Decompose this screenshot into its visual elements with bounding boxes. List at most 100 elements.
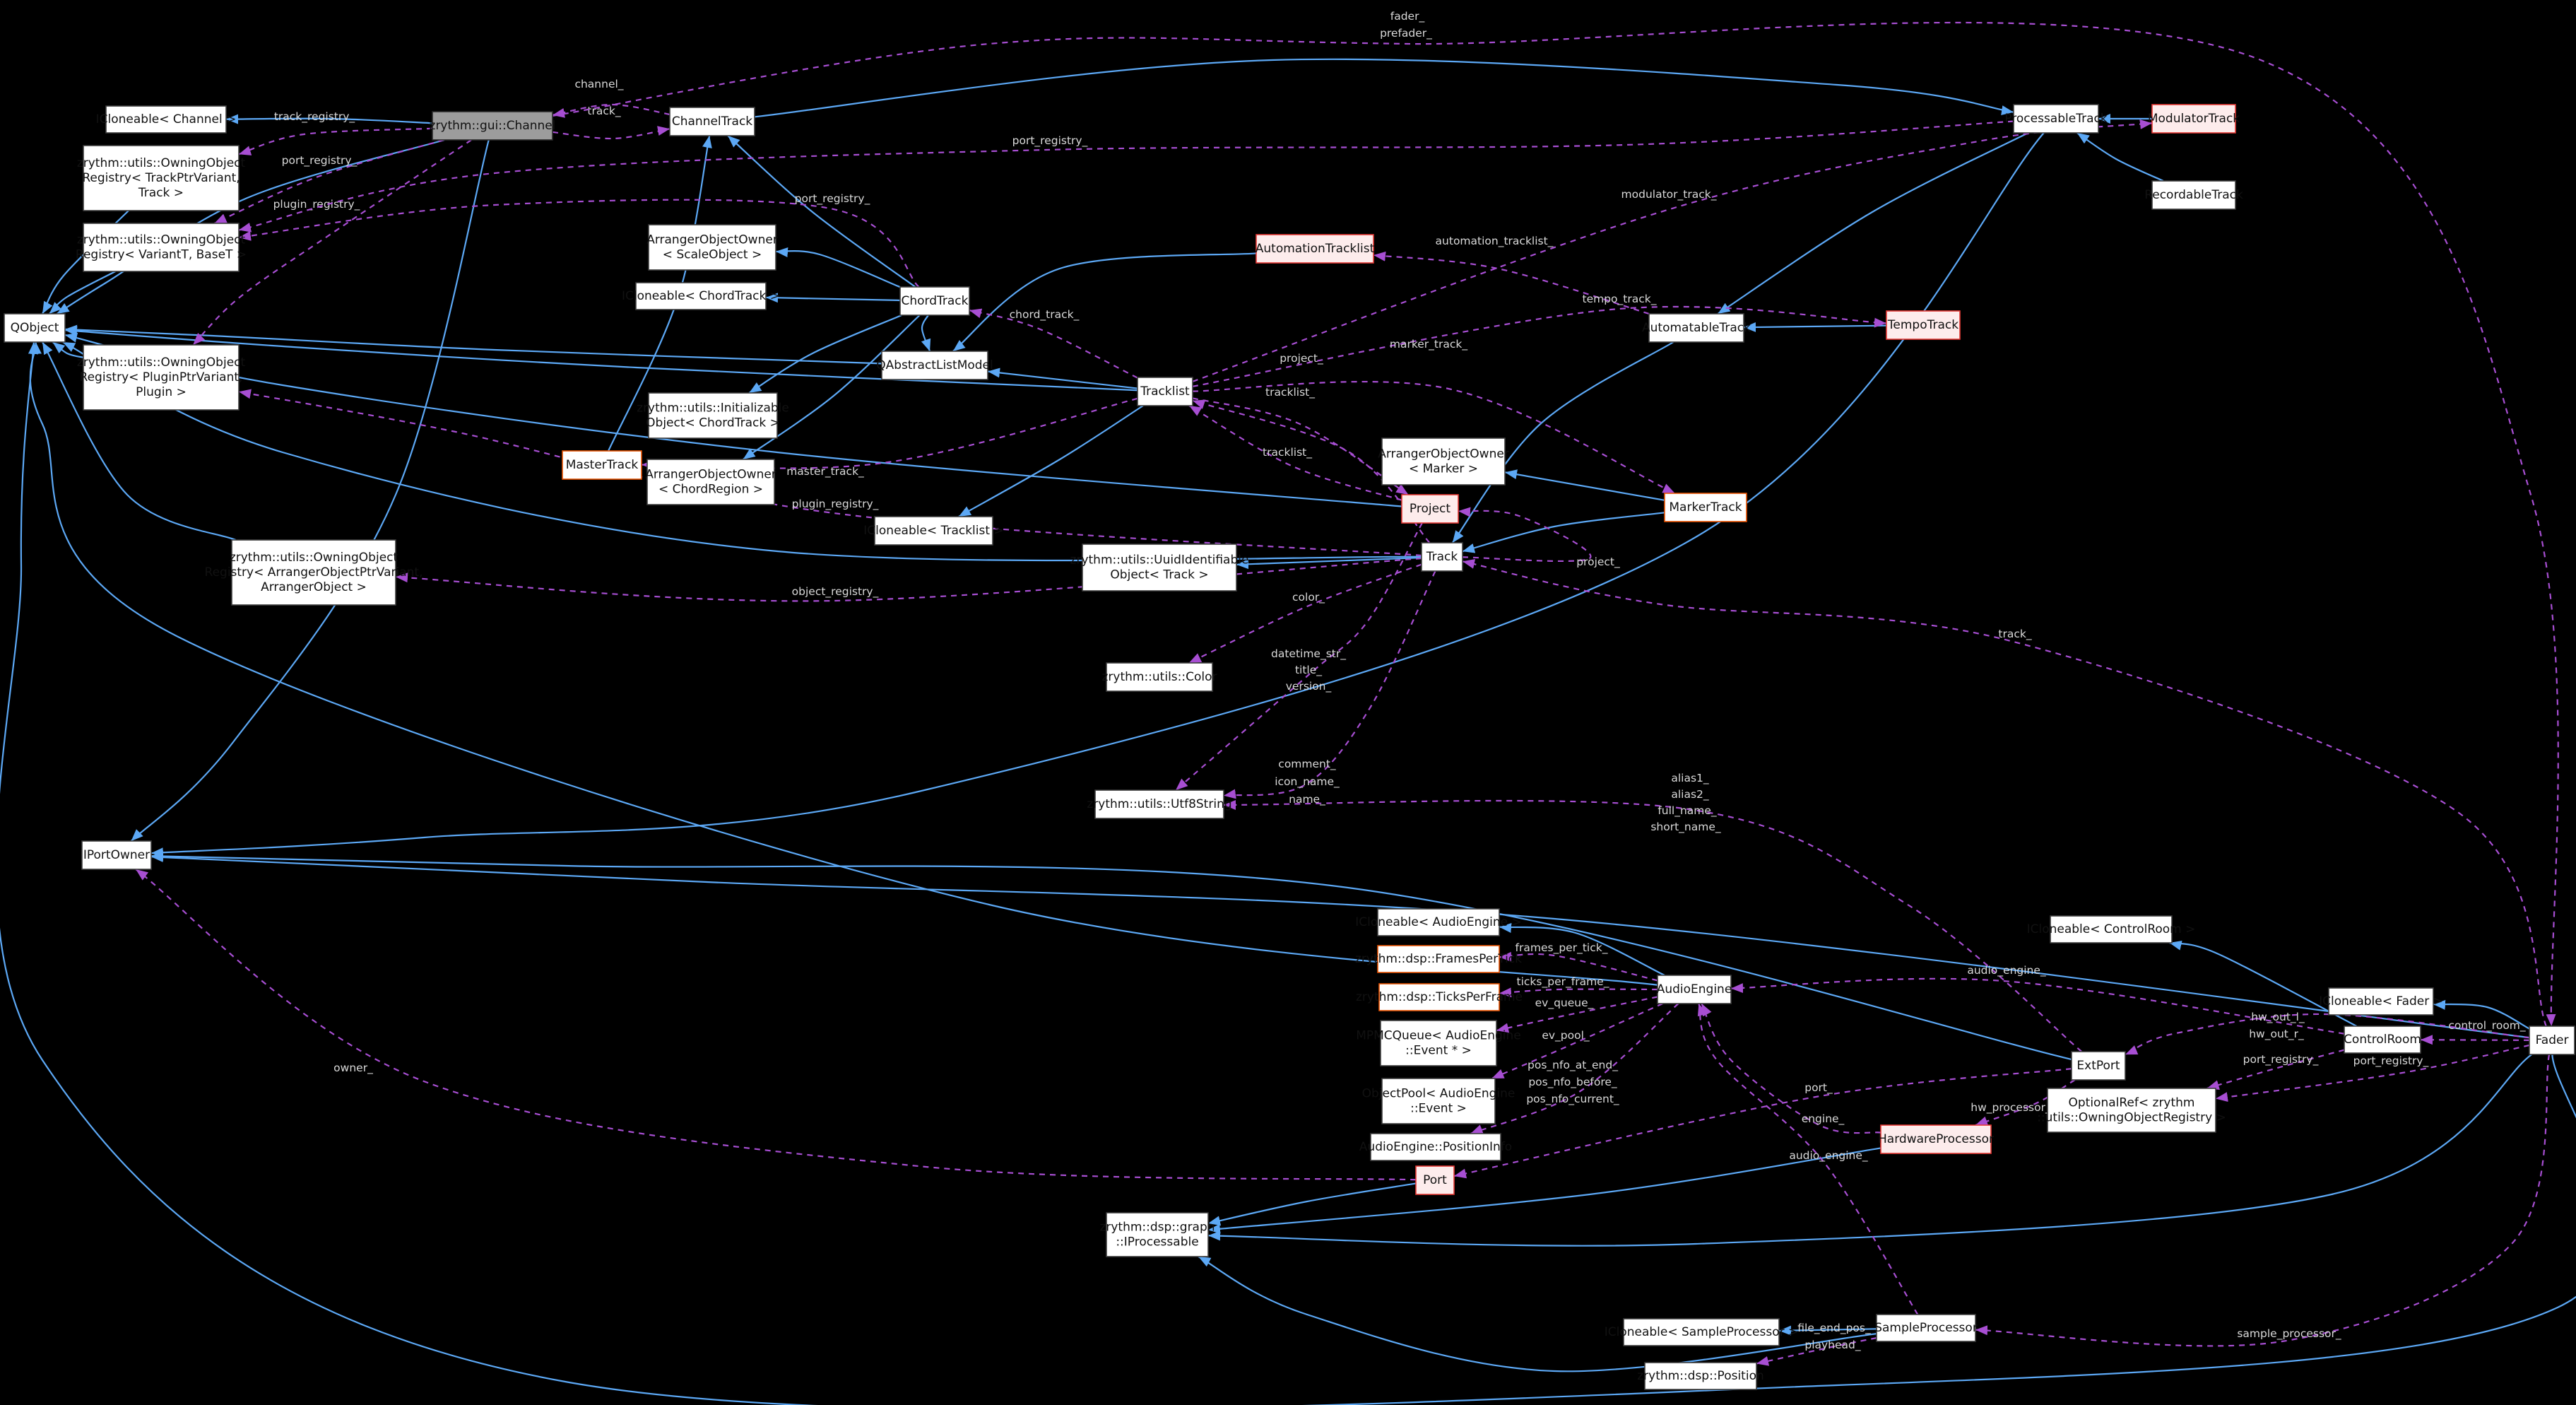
- node-track[interactable]: Track: [1421, 542, 1463, 572]
- edge-recordable-processable: [2076, 132, 2164, 182]
- node-channel[interactable]: zrythm::gui::Channel: [430, 111, 556, 141]
- node-label: ArrangerObjectOwner: [1378, 447, 1509, 462]
- node-reg_arr[interactable]: zrythm::utils::OwningObjectRegistry< Arr…: [205, 539, 423, 606]
- node-label: ICloneable< ChordTrack >: [622, 289, 780, 303]
- node-tpf[interactable]: zrythm::dsp::TicksPerFrame: [1356, 983, 1523, 1011]
- node-reg_track[interactable]: zrythm::utils::OwningObjectRegistry< Tra…: [77, 145, 246, 211]
- edge-label-project_: project_: [1576, 555, 1620, 569]
- node-icl_tracklist[interactable]: ICloneable< Tracklist >: [863, 516, 1004, 546]
- node-tempotrack[interactable]: TempoTrack: [1886, 310, 1961, 340]
- node-label: ArrangerObjectOwner: [646, 233, 778, 247]
- node-modulator[interactable]: ModulatorTrack: [2148, 104, 2240, 134]
- node-icl_chord[interactable]: ICloneable< ChordTrack >: [622, 282, 780, 310]
- edge-label-playhead_: playhead_: [1804, 1339, 1861, 1352]
- edge-label-port_registry_: port_registry_: [2353, 1054, 2429, 1068]
- node-label: ObjectPool< AudioEngine: [1362, 1087, 1516, 1101]
- node-label: AutomatableTrack: [1642, 321, 1751, 335]
- node-label: Registry< PluginPtrVariant,: [80, 370, 243, 384]
- edge-label-port_registry_: port_registry_: [1012, 134, 1088, 148]
- edge-engine-tpf: [1499, 987, 1658, 998]
- node-port[interactable]: Port: [1415, 1165, 1455, 1195]
- node-chordtrack[interactable]: ChordTrack: [899, 286, 970, 316]
- node-mpmc[interactable]: MPMCQueue< AudioEngine::Event * >: [1356, 1020, 1521, 1066]
- node-label: zrythm::dsp::TicksPerFrame: [1356, 990, 1523, 1004]
- node-extport[interactable]: ExtPort: [2071, 1051, 2126, 1081]
- edge-label-pos_nfo_at_end_: pos_nfo_at_end_: [1528, 1059, 1618, 1072]
- edge-label-audio_engine_: audio_engine_: [1967, 964, 2046, 977]
- edge-automatable-track: [1451, 341, 1674, 543]
- node-fpt[interactable]: zrythm::dsp::FramesPerTick: [1355, 945, 1522, 973]
- node-color[interactable]: zrythm::utils::Color: [1101, 662, 1217, 692]
- node-aoo_scale[interactable]: ArrangerObjectOwner< ScaleObject >: [646, 224, 778, 271]
- edge-track-utf8: [1223, 570, 1436, 799]
- node-iproc[interactable]: zrythm::dsp::graph::IProcessable: [1099, 1212, 1215, 1257]
- edge-label-ev_pool_: ev_pool_: [1542, 1029, 1590, 1042]
- node-tracklist[interactable]: Tracklist: [1137, 377, 1193, 406]
- node-controlroom[interactable]: ControlRoom: [2344, 1025, 2421, 1054]
- node-utf8[interactable]: zrythm::utils::Utf8String: [1087, 789, 1232, 819]
- node-iportowner[interactable]: IPortOwner: [81, 840, 152, 870]
- edge-label-master_track_: master_track_: [786, 465, 864, 478]
- edge-engine-icl_engine: [1499, 922, 1665, 976]
- node-icl_fader[interactable]: ICloneable< Fader >: [2319, 987, 2443, 1016]
- node-reg_variant[interactable]: zrythm::utils::OwningObjectRegistry< Var…: [76, 223, 247, 272]
- node-optref[interactable]: OptionalRef< zrythm::utils::OwningObject…: [2037, 1088, 2226, 1133]
- node-label: TempoTrack: [1887, 318, 1958, 332]
- edge-label-control_room_: control_room_: [2448, 1019, 2526, 1033]
- node-label: zrythm::utils::Initializable: [637, 401, 789, 416]
- node-qobject[interactable]: QObject: [4, 313, 66, 343]
- edge-engine-objpool: [1491, 1002, 1663, 1080]
- node-icl_cr[interactable]: ICloneable< ControlRoom >: [2027, 915, 2196, 943]
- node-samproc[interactable]: SampleProcessor: [1874, 1314, 1978, 1342]
- edge-label-tracklist_: tracklist_: [1265, 386, 1315, 399]
- edge-label-icon_name_: icon_name_: [1275, 775, 1340, 789]
- edge-tracklist-modulator: [1192, 119, 2153, 382]
- node-objpool[interactable]: ObjectPool< AudioEngine::Event >: [1362, 1078, 1516, 1124]
- node-mastertrack[interactable]: MasterTrack: [562, 450, 642, 480]
- edge-reg_plugin-qobject: [52, 341, 84, 358]
- edge-tracklist-chordtrack: [969, 308, 1138, 379]
- node-fader[interactable]: Fader: [2529, 1025, 2575, 1055]
- node-channeltrack[interactable]: ChannelTrack: [669, 107, 755, 136]
- node-label: zrythm::gui::Channel: [430, 119, 556, 133]
- edge-extport-port: [1453, 1068, 2072, 1179]
- node-icl_channel[interactable]: ICloneable< Channel >: [96, 105, 237, 134]
- node-label: Registry< ArrangerObjectPtrVariant,: [205, 565, 423, 580]
- node-label: Registry< TrackPtrVariant,: [82, 171, 240, 185]
- edge-label-engine_: engine_: [1802, 1112, 1845, 1126]
- node-automatable[interactable]: AutomatableTrack: [1642, 313, 1751, 343]
- node-project[interactable]: Project: [1401, 494, 1459, 524]
- node-reg_plugin[interactable]: zrythm::utils::OwningObjectRegistry< Plu…: [77, 344, 246, 411]
- node-hwproc[interactable]: HardwareProcessor: [1878, 1124, 1994, 1154]
- node-recordable[interactable]: RecordableTrack: [2144, 180, 2243, 210]
- node-markertrack[interactable]: MarkerTrack: [1664, 493, 1747, 522]
- node-label: zrythm::dsp::Position: [1637, 1369, 1764, 1383]
- node-posinfo[interactable]: AudioEngine::PositionInfo: [1359, 1133, 1512, 1161]
- edge-label-hw_out_r_: hw_out_r_: [2249, 1028, 2304, 1041]
- node-aoo_chordreg[interactable]: ArrangerObjectOwner< ChordRegion >: [645, 459, 776, 505]
- edge-label-ev_queue_: ev_queue_: [1535, 997, 1594, 1010]
- node-autotl[interactable]: AutomationTracklist: [1255, 234, 1375, 264]
- node-qalm[interactable]: QAbstractListModel: [876, 351, 993, 380]
- edge-label-title_: title_: [1295, 664, 1322, 677]
- edge-label-plugin_registry_: plugin_registry_: [792, 498, 879, 511]
- node-processable[interactable]: ProcessableTrack: [2004, 104, 2108, 134]
- edge-processable-iportowner: [150, 132, 2045, 858]
- node-aoo_marker[interactable]: ArrangerObjectOwner< Marker >: [1378, 437, 1509, 486]
- edge-hwproc-engine: [1701, 1003, 1881, 1134]
- node-label: zrythm::utils::OwningObject: [230, 551, 398, 565]
- node-position[interactable]: zrythm::dsp::Position: [1637, 1362, 1764, 1390]
- node-label: ::Event * >: [1405, 1044, 1472, 1058]
- edge-chordtrack-qalm: [921, 314, 931, 352]
- node-label: MasterTrack: [566, 458, 639, 472]
- node-icl_engine[interactable]: ICloneable< AudioEngine >: [1355, 908, 1522, 936]
- node-icl_sp[interactable]: ICloneable< SampleProcessor >: [1605, 1318, 1799, 1346]
- node-label: ICloneable< Channel >: [96, 112, 237, 127]
- edge-extport-hwproc: [1975, 1079, 2076, 1127]
- node-engine[interactable]: AudioEngine: [1657, 975, 1732, 1004]
- node-label: ChannelTrack: [672, 114, 752, 129]
- edge-label-automation_tracklist_: automation_tracklist_: [1436, 235, 1554, 248]
